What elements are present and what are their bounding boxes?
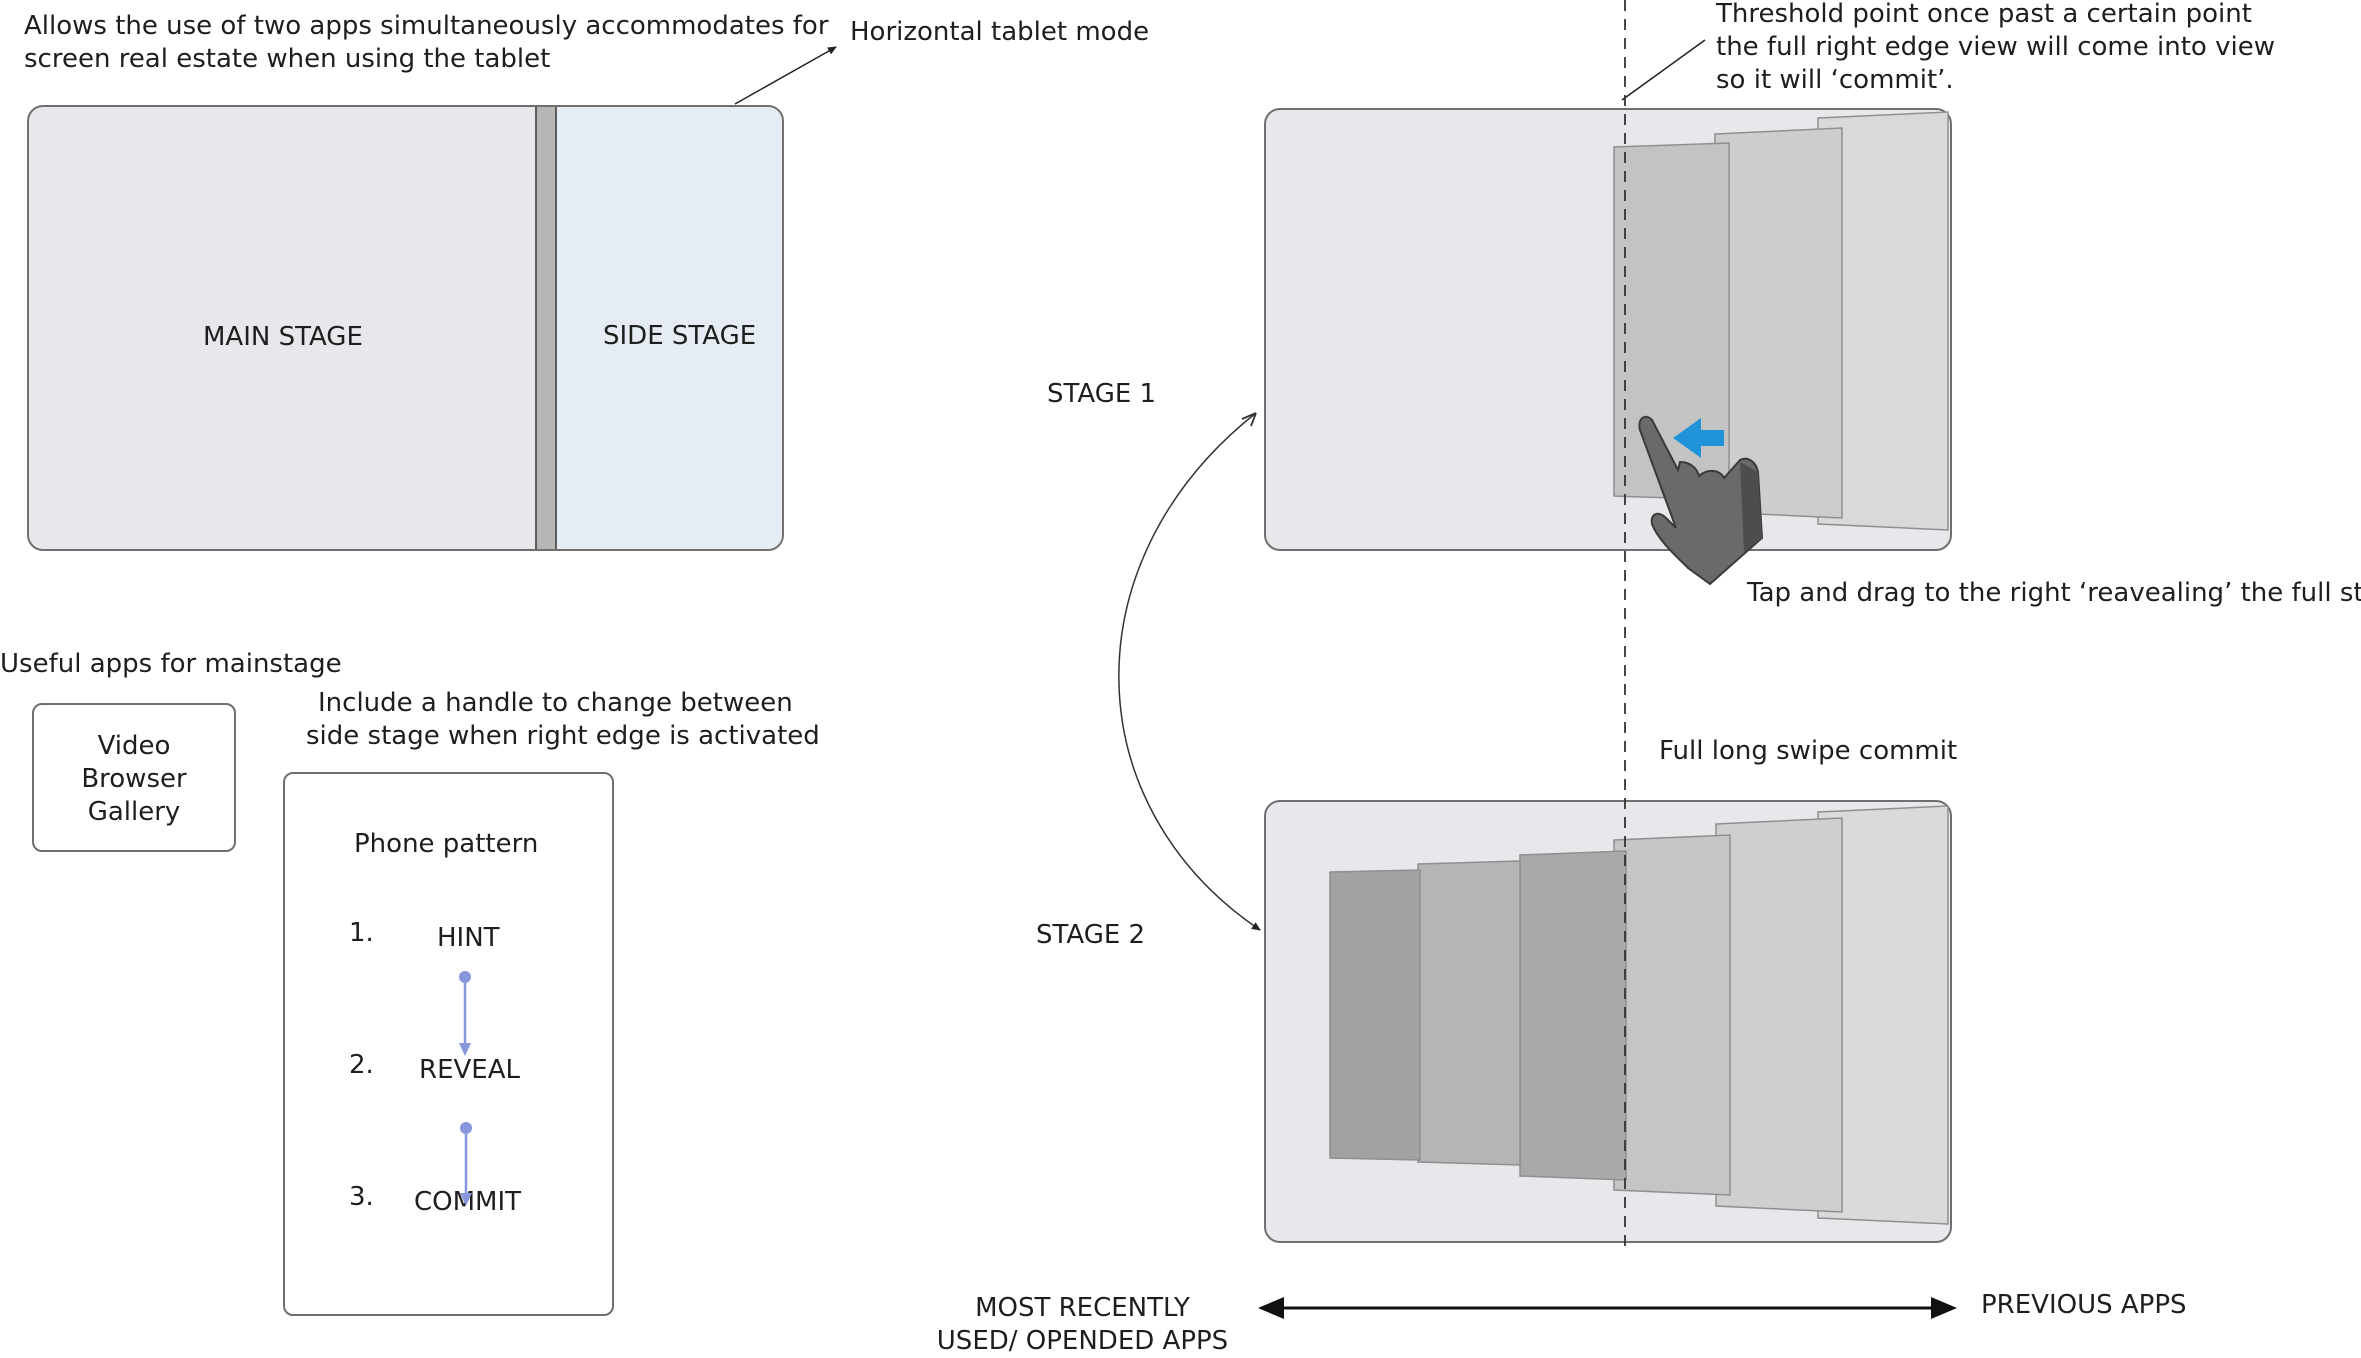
stage-2-label: STAGE 2 <box>1036 920 1146 950</box>
handle-note-line-1: Include a handle to change between <box>318 688 793 718</box>
stage2-card-5 <box>1715 817 1843 1213</box>
stage2-card-4 <box>1613 834 1731 1196</box>
app-item-video: Video <box>97 731 171 761</box>
side-stage-panel <box>555 107 782 549</box>
recency-axis-right-head <box>1931 1297 1957 1319</box>
step-1-label: HINT <box>437 923 500 953</box>
step-2-label: REVEAL <box>419 1055 520 1085</box>
step-1-number: 1. <box>349 918 374 948</box>
tablet-note-line-2: screen real estate when using the tablet <box>24 44 551 74</box>
stage1-card-middle <box>1714 127 1843 519</box>
main-stage-label: MAIN STAGE <box>203 322 363 352</box>
threshold-note-line-2: the full right edge view will come into … <box>1716 32 2275 62</box>
step-2-number: 2. <box>349 1050 374 1080</box>
stage2-card-2 <box>1417 860 1521 1166</box>
step-3-number: 3. <box>349 1182 374 1212</box>
recency-axis-left-head <box>1258 1297 1284 1319</box>
stage-1-label: STAGE 1 <box>1047 379 1157 409</box>
tablet-frame <box>27 105 784 551</box>
side-stage-label: SIDE STAGE <box>603 321 757 351</box>
phone-pattern-title: Phone pattern <box>354 829 539 859</box>
most-recent-apps-label-line-2: USED/ OPENDED APPS <box>936 1326 1229 1356</box>
arrow-left-icon <box>1673 418 1724 458</box>
threshold-note-line-1: Threshold point once past a certain poin… <box>1716 0 2252 29</box>
horizontal-mode-label: Horizontal tablet mode <box>850 17 1150 47</box>
stage-transition-arrowhead <box>1241 412 1257 427</box>
stage2-card-3 <box>1519 850 1627 1181</box>
stage-divider-handle[interactable] <box>535 107 557 549</box>
app-item-browser: Browser <box>81 764 187 794</box>
stage1-card-front <box>1613 142 1730 501</box>
useful-apps-box: Video Browser Gallery <box>32 703 236 852</box>
app-item-gallery: Gallery <box>87 797 181 827</box>
previous-apps-label: PREVIOUS APPS <box>1981 1290 2187 1320</box>
tablet-note-line-1: Allows the use of two apps simultaneousl… <box>24 11 829 41</box>
handle-note-line-2: side stage when right edge is activated <box>306 721 820 751</box>
threshold-note-line-3: so it will ‘commit’. <box>1716 65 1954 95</box>
mode-pointer-line <box>734 46 837 105</box>
threshold-pointer-line <box>1621 39 1706 101</box>
stage2-card-1 <box>1329 869 1421 1161</box>
stage-transition-curve <box>1118 412 1261 931</box>
phone-frame <box>283 772 614 1316</box>
tap-drag-note: Tap and drag to the right ‘reavealing’ t… <box>1747 578 2361 608</box>
full-swipe-note: Full long swipe commit <box>1659 736 1958 766</box>
useful-apps-heading: Useful apps for mainstage <box>0 649 342 679</box>
most-recent-apps-label-line-1: MOST RECENTLY <box>975 1293 1190 1323</box>
hand-pointer-icon <box>1638 415 1764 586</box>
